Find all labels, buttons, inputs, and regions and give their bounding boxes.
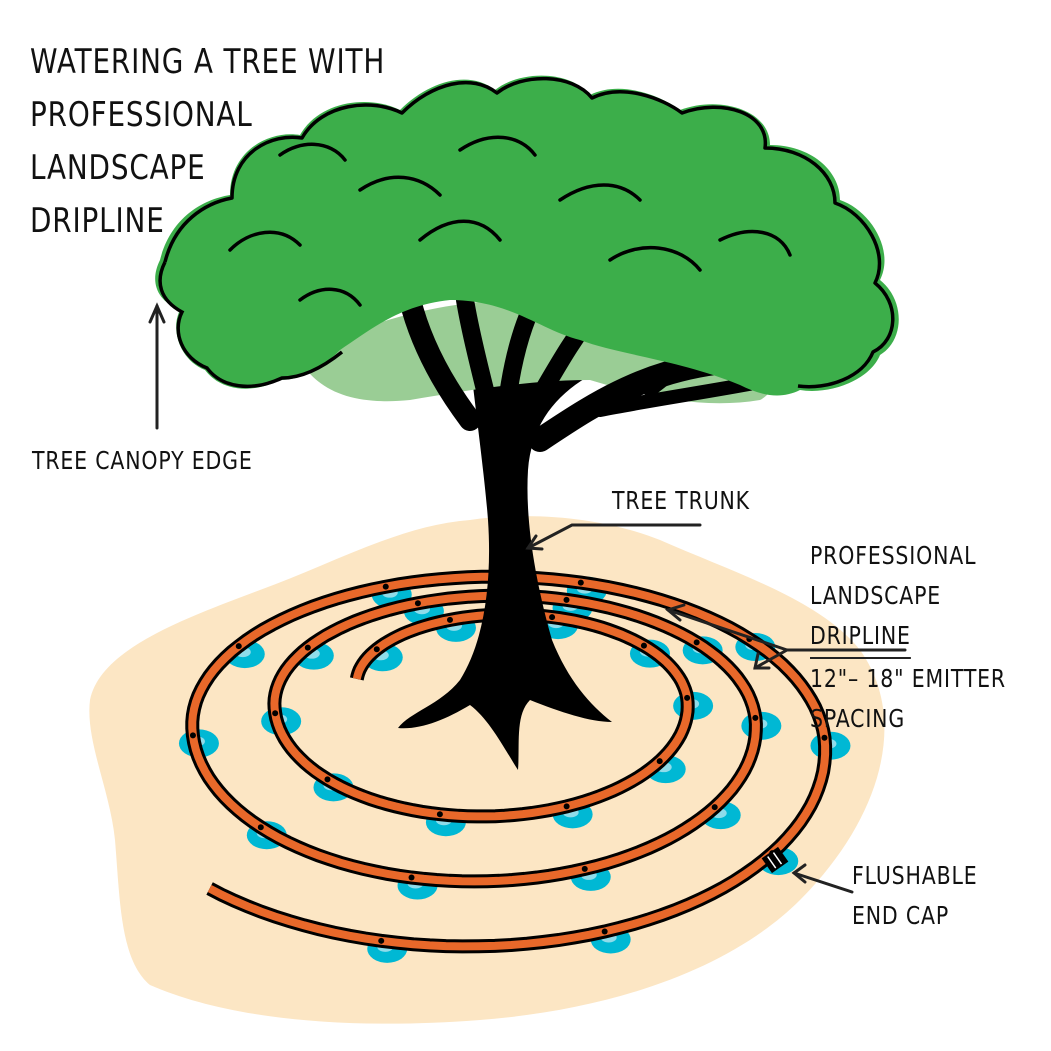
end-cap-label: Flushable end cap (852, 856, 977, 936)
tree-canopy (155, 75, 899, 396)
emitter-dot (414, 600, 421, 607)
emitter-dot (304, 644, 311, 651)
emitter-dot (563, 596, 570, 603)
dripline-label-line: spacing (810, 704, 906, 733)
title-line: Watering a tree with (30, 42, 386, 82)
end-cap-arrow (791, 863, 854, 894)
dripline-label-line: landscape (810, 581, 942, 610)
canopy-edge-arrow (148, 302, 166, 430)
dripline-label-line: Professional (810, 541, 977, 570)
emitter-dot (189, 732, 196, 739)
tree-trunk (398, 360, 612, 770)
dripline-label: Professional landscape dripline 12"– 18"… (810, 536, 1006, 739)
emitter-dot (272, 710, 279, 717)
title-line: landscape (30, 148, 206, 188)
emitter-dot (581, 865, 588, 872)
emitter-dot (436, 811, 443, 818)
title-line: professional (30, 95, 253, 135)
emitter-dot (408, 874, 415, 881)
emitter-dot (640, 642, 647, 649)
dripline-arrows (664, 603, 907, 670)
end-cap-label-line: Flushable (852, 861, 978, 890)
emitter-dot (563, 803, 570, 810)
emitter-dot (684, 694, 691, 701)
page-title: Watering a tree with professional landsc… (30, 36, 385, 248)
emitter-dot (382, 583, 389, 590)
trunk-label: Tree trunk (612, 486, 750, 515)
flushable-end-cap-icon (761, 846, 789, 874)
emitter-dot (373, 646, 380, 653)
emitter-dot (577, 579, 584, 586)
emitter-dot (378, 937, 385, 944)
emitter-dot (446, 616, 453, 623)
emitter-dot (257, 824, 264, 831)
emitter-dot (549, 614, 556, 621)
emitter-spacing-label: 12"– 18" emitter (810, 664, 1007, 693)
trunk-arrow (525, 523, 702, 551)
emitter-dot (324, 776, 331, 783)
title-line: dripline (30, 201, 165, 241)
emitter-dot (752, 714, 759, 721)
dripline-label-line: dripline (810, 616, 911, 659)
emitter-dot (656, 758, 663, 765)
emitter-dot (601, 928, 608, 935)
emitter-dot (711, 804, 718, 811)
emitter-dots (189, 579, 828, 944)
end-cap-label-line: end cap (852, 901, 950, 930)
canopy-edge-label: Tree canopy edge (32, 446, 253, 475)
emitter-dot (693, 639, 700, 646)
emitter-dot (235, 643, 242, 650)
emitter-dot (821, 734, 828, 741)
